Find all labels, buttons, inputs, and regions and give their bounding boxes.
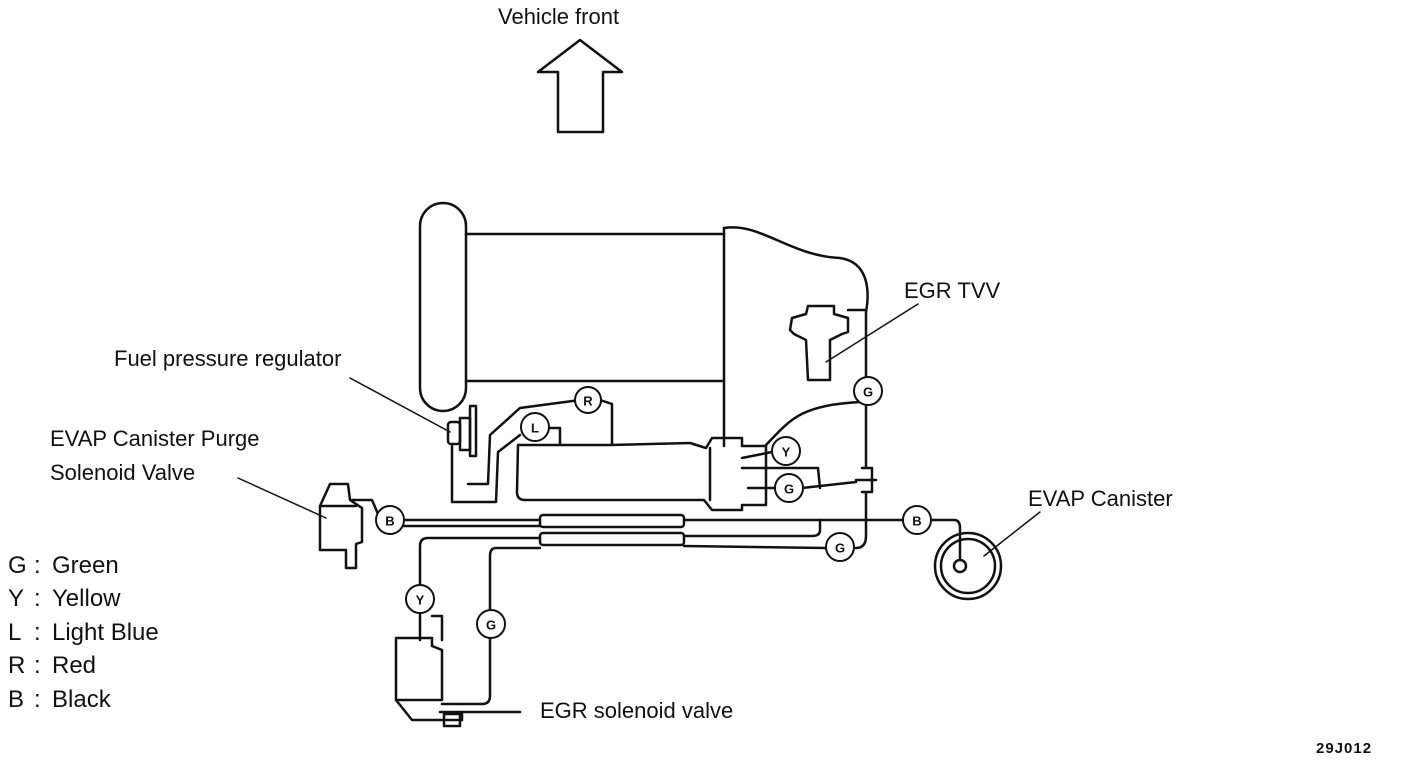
egr-solenoid-valve: [394, 614, 522, 728]
tag-r-top-text: R: [583, 394, 593, 409]
legend-name: Black: [52, 686, 111, 713]
tag-g-throttle-text: G: [784, 482, 794, 497]
legend-row-yellow: Y:Yellow: [8, 585, 121, 612]
egr-tvv-valve: [788, 304, 868, 382]
tag-g-tvv-text: G: [863, 385, 873, 400]
legend-name: Red: [52, 652, 97, 679]
vacuum-hoses: [350, 310, 962, 706]
label-evap-purge-line2: Solenoid Valve: [50, 460, 196, 485]
legend-code: G: [8, 552, 27, 579]
label-evap-purge-line1: EVAP Canister Purge: [50, 426, 260, 451]
vehicle-front-arrow: [536, 38, 624, 134]
label-egr-tvv: EGR TVV: [904, 278, 1001, 303]
tag-l-top: [520, 412, 550, 442]
tag-b-canister: [902, 505, 932, 535]
evap-purge-solenoid-valve: [318, 482, 364, 570]
fuel-pressure-regulator: [446, 404, 478, 458]
figure-code: 29J012: [1316, 740, 1373, 757]
label-egr-solenoid-valve: EGR solenoid valve: [540, 698, 734, 723]
tag-y-throttle: [771, 436, 801, 466]
tag-g-right-text: G: [835, 541, 845, 556]
leader-lines: [237, 303, 1041, 557]
legend-code: Y: [8, 585, 25, 612]
tag-y-egr-text: Y: [416, 593, 425, 608]
tag-b-canister-text: B: [912, 514, 921, 529]
tag-r-top: [574, 386, 602, 414]
label-fuel-pressure-regulator: Fuel pressure regulator: [114, 346, 342, 371]
tag-g-egr: [476, 609, 506, 639]
legend-row-red: R:Red: [8, 652, 97, 679]
legend-row-black: B:Black: [8, 686, 111, 713]
tag-g-egr-text: G: [486, 618, 496, 633]
legend-row-green: G:Green: [8, 552, 119, 579]
tag-b-purge-text: B: [385, 514, 394, 529]
tag-y-throttle-text: Y: [782, 445, 791, 460]
legend-code: R: [8, 652, 26, 679]
label-evap-canister: EVAP Canister: [1028, 486, 1173, 511]
hose-tags: [375, 376, 932, 639]
label-vehicle-front: Vehicle front: [498, 4, 620, 29]
legend-name: Light Blue: [52, 619, 159, 646]
legend-name: Yellow: [52, 585, 121, 612]
intake-plenum: [418, 201, 869, 448]
legend-code: B: [8, 686, 25, 713]
legend-row-light-blue: L:Light Blue: [8, 619, 159, 646]
legend-name: Green: [52, 552, 119, 579]
tag-y-egr: [405, 584, 435, 614]
tag-g-right: [825, 532, 855, 562]
tag-g-throttle: [774, 473, 804, 503]
evap-canister: [933, 531, 1003, 601]
legend-code: L: [8, 619, 22, 646]
tag-b-purge: [375, 505, 405, 535]
tag-l-top-text: L: [531, 421, 539, 436]
tag-g-tvv: [853, 376, 883, 406]
throttle-body: [515, 436, 768, 512]
